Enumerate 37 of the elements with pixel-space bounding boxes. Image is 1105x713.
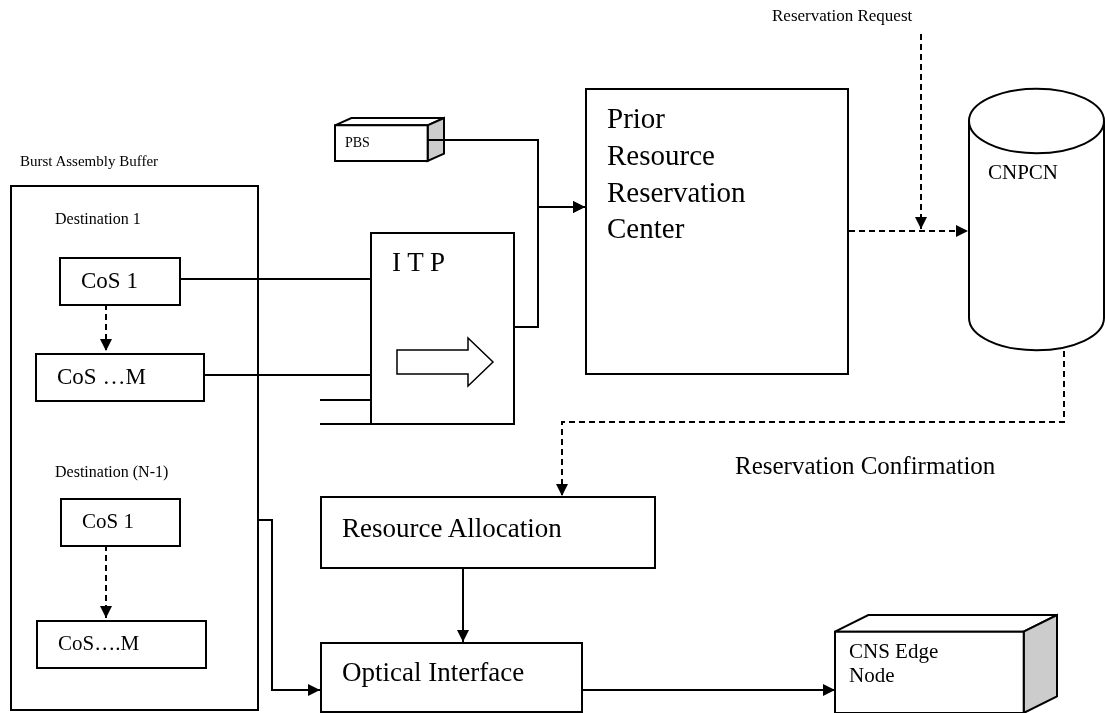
connector-line: [178, 278, 371, 280]
connector-line: [202, 374, 371, 376]
arrow: [258, 519, 321, 696]
node-label: Prior Resource Reservation Center: [607, 101, 747, 247]
node-label: I T P: [392, 246, 446, 279]
connector-line: [319, 423, 371, 425]
arrow: [915, 33, 927, 230]
node-label: Optical Interface: [342, 656, 525, 689]
process-box: [370, 232, 515, 425]
arrow: [100, 303, 112, 352]
edge-label: Reservation Confirmation: [735, 452, 996, 480]
node-label: CoS …M: [57, 363, 146, 391]
node-label: CoS….M: [58, 631, 140, 657]
node-label: Reservation Request: [772, 6, 913, 27]
group-label: Destination 1: [55, 209, 141, 229]
connector-line: [319, 399, 371, 401]
node-label: Resource Allocation: [342, 512, 562, 545]
node-label: CNPCN: [988, 160, 1059, 186]
process-box: [585, 88, 849, 375]
process-box: [59, 257, 181, 306]
arrow: [457, 568, 469, 643]
process-box: [35, 353, 205, 402]
arrow: [556, 350, 1065, 497]
process-box: [36, 620, 207, 669]
group-label: Destination (N-1): [55, 462, 169, 482]
process-box: [320, 496, 656, 569]
arrow: [100, 544, 112, 619]
panel-title: Burst Assembly Buffer: [20, 152, 159, 170]
arrow: [848, 225, 969, 237]
arrow: [514, 201, 586, 328]
arrow: [582, 684, 836, 696]
process-box: [60, 498, 181, 547]
node-label: CoS 1: [81, 267, 138, 295]
process-box: [320, 642, 583, 713]
node-label: PBS: [345, 135, 370, 152]
node-label: CoS 1: [82, 509, 134, 535]
node-label: CNS Edge Node: [849, 639, 940, 688]
